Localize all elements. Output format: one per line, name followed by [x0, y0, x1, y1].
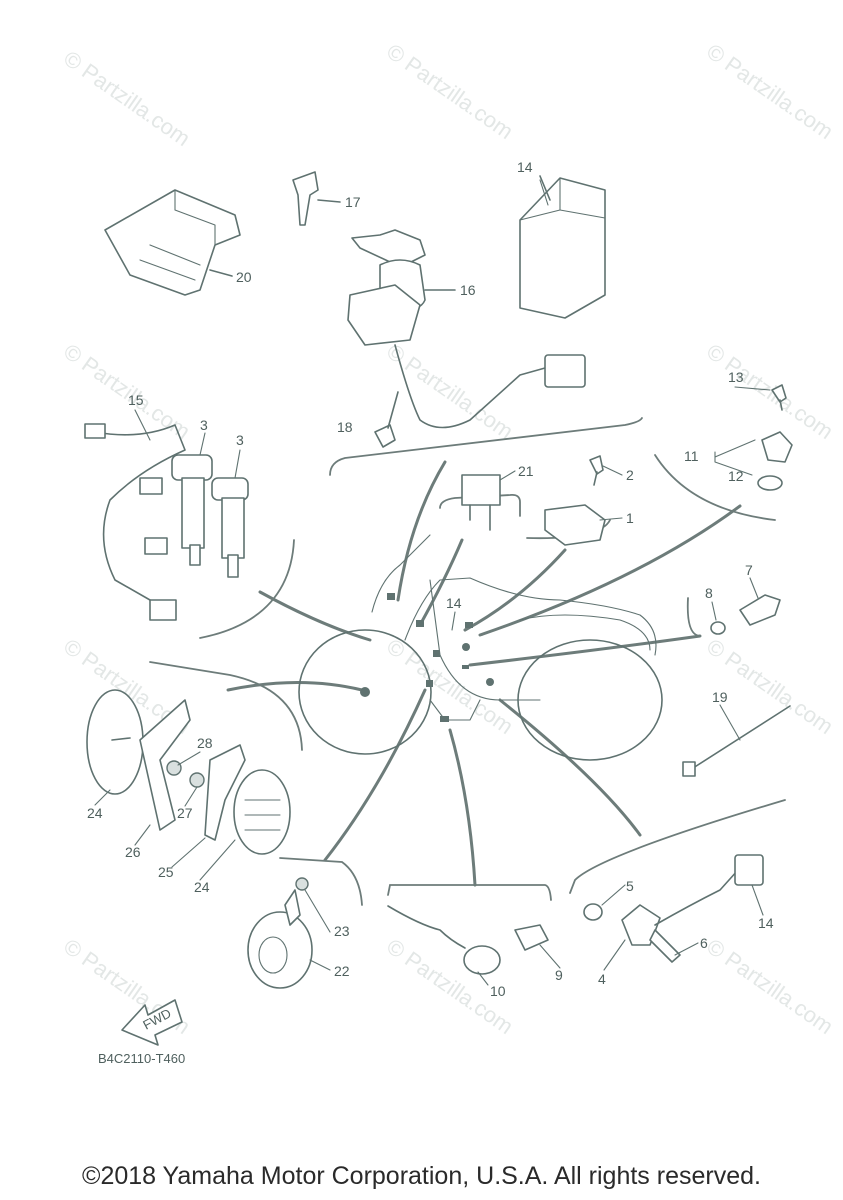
callout-10: 10 [490, 983, 506, 999]
cable-tie [682, 705, 791, 777]
watermark: © Partzilla.com [702, 39, 838, 145]
callout-26: 26 [125, 844, 141, 860]
watermark: © Partzilla.com [702, 934, 838, 1040]
callout-6: 6 [700, 935, 708, 951]
callout-1: 1 [626, 510, 634, 526]
callout-24: 24 [87, 805, 103, 821]
speed-sensor [583, 854, 764, 963]
callout-11: 11 [684, 448, 699, 464]
battery-cover-bracket [104, 189, 241, 296]
callout-20: 20 [236, 269, 252, 285]
callout-3: 3 [236, 432, 244, 448]
callout-2: 2 [626, 467, 634, 483]
sensor-1 [544, 455, 606, 546]
callout-labels: 1 2 3 3 4 5 6 7 8 9 10 11 12 13 14 14 14… [87, 159, 774, 999]
ignition-coil [211, 477, 249, 578]
fwd-arrow-icon: FWD [121, 999, 183, 1046]
callout-14: 14 [517, 159, 533, 175]
horn-22 [247, 877, 313, 989]
watermark: © Partzilla.com [59, 46, 195, 152]
callout-23: 23 [334, 923, 350, 939]
callout-27: 27 [177, 805, 193, 821]
callout-18: 18 [337, 419, 353, 435]
callout-22: 22 [334, 963, 350, 979]
watermark: © Partzilla.com [382, 339, 518, 445]
watermark: © Partzilla.com [702, 634, 838, 740]
callout-16: 16 [460, 282, 476, 298]
callout-24: 24 [194, 879, 210, 895]
watermark: © Partzilla.com [382, 634, 518, 740]
callout-15: 15 [128, 392, 144, 408]
watermark: © Partzilla.com [382, 39, 518, 145]
callout-13: 13 [728, 369, 744, 385]
callout-28: 28 [197, 735, 213, 751]
callout-9: 9 [555, 967, 563, 983]
callout-5: 5 [626, 878, 634, 894]
ignition-coil [171, 454, 213, 566]
sensor-9 [514, 924, 549, 951]
copyright-notice: ©2018 Yamaha Motor Corporation, U.S.A. A… [82, 1162, 761, 1190]
switch-10 [387, 905, 501, 975]
relay [461, 474, 501, 531]
ecu-unit [519, 175, 606, 319]
main-switch [347, 229, 586, 429]
callout-14: 14 [758, 915, 774, 931]
callout-19: 19 [712, 689, 728, 705]
motorcycle-outline [298, 534, 663, 761]
wire-harness [84, 423, 186, 621]
screw [374, 391, 399, 448]
callout-12: 12 [728, 468, 744, 484]
callout-3: 3 [200, 417, 208, 433]
diagram-code: B4C2110-T460 [98, 1051, 185, 1066]
callout-14: 14 [446, 595, 462, 611]
callout-25: 25 [158, 864, 174, 880]
watermark: © Partzilla.com [702, 339, 838, 445]
horn-assembly [86, 689, 291, 855]
callout-8: 8 [705, 585, 713, 601]
sensor-assembly-11 [714, 384, 793, 491]
callout-17: 17 [345, 194, 361, 210]
callout-4: 4 [598, 971, 606, 987]
callout-7: 7 [745, 562, 753, 578]
key [292, 171, 341, 226]
callout-lines [94, 179, 771, 986]
callout-21: 21 [518, 463, 534, 479]
group-brackets [149, 417, 786, 906]
temp-sensor [710, 594, 781, 635]
